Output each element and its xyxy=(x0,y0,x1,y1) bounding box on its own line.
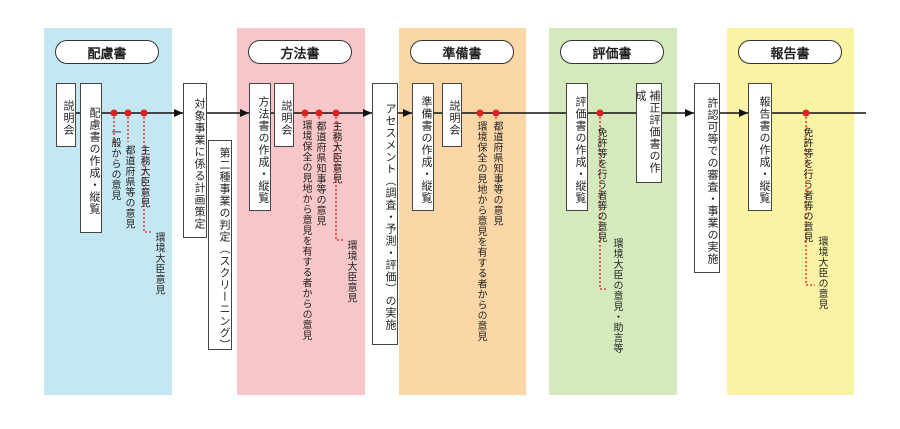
input-point xyxy=(110,109,118,117)
box-screening: 第二種事業の判定（スクリーニング） xyxy=(208,140,232,351)
box-hosei-hyokasho: 補正評価書の作成 xyxy=(634,83,662,183)
leader-line xyxy=(113,113,122,146)
note-menkyo-iken-1: 免許等を行う者等の意見 xyxy=(595,127,606,243)
box-hohosho-sakusei: 方法書の作成・縦覧 xyxy=(249,83,271,211)
arrow-head xyxy=(739,109,748,117)
box-keikaku-sakutei: 対象事業に係る計画策定 xyxy=(183,83,207,238)
box-junbisho-sakusei: 準備書の作成・縦覧 xyxy=(412,83,434,211)
box-hyokasho-sakusei: 評価書の作成・縦覧 xyxy=(566,83,588,211)
note-shumudaijin-iken-1: 主務大臣意見 xyxy=(138,145,149,208)
box-setsumeikai-1: 説明会 xyxy=(56,83,76,147)
leader-line xyxy=(599,113,608,290)
input-point xyxy=(492,109,500,117)
box-assessment: アセスメント（調査・予測・評価）の実施 xyxy=(372,83,398,345)
arrow-head xyxy=(240,109,249,117)
note-hozen-kenchi-iken-1: 環境保全の見地から意見を有する者からの意見 xyxy=(300,120,311,341)
input-point xyxy=(315,109,323,117)
input-point xyxy=(596,109,604,117)
arrow-head xyxy=(174,109,183,117)
arrow-head xyxy=(363,109,372,117)
note-hozen-kenchi-iken-2: 環境保全の見地から意見を有する者からの意見 xyxy=(475,121,486,342)
stage-title-hyokasho: 評価書 xyxy=(560,40,664,64)
note-chiji-iken-1: 都道府県知事等の意見 xyxy=(314,121,325,226)
note-kankyodaijin-jogen: 環境大臣の意見・助言等 xyxy=(611,238,622,354)
input-point xyxy=(301,109,309,117)
stage-title-hohosho: 方法書 xyxy=(248,40,352,64)
input-point xyxy=(140,109,148,117)
input-point xyxy=(802,109,810,117)
box-kyoninka-shinsa: 許認可等での審査・事業の実施 xyxy=(694,83,720,273)
leader-line xyxy=(805,113,815,286)
note-menkyo-iken-2: 免許等を行う者等の意見 xyxy=(801,127,812,243)
input-point xyxy=(476,109,484,117)
arrow-head xyxy=(403,109,412,117)
box-setsumeikai-2: 説明会 xyxy=(274,83,294,147)
note-ippan-iken: 一般からの意見 xyxy=(109,127,120,201)
stage-title-junbisho: 準備書 xyxy=(410,40,514,64)
stage-title-hairyosho: 配慮書 xyxy=(55,40,159,64)
arrow-head xyxy=(685,109,694,117)
box-hokokusho-sakusei: 報告書の作成・縦覧 xyxy=(748,83,772,211)
leader-line xyxy=(335,113,344,241)
note-chiji-iken-2: 都道府県知事等の意見 xyxy=(491,121,502,226)
note-kankyodaijin-iken-1: 環境大臣意見 xyxy=(153,232,164,295)
input-point xyxy=(332,109,340,117)
box-setsumeikai-3: 説明会 xyxy=(442,83,462,147)
leader-line xyxy=(143,113,152,233)
stage-title-hokokusho: 報告書 xyxy=(738,40,842,64)
note-kankyodaijin-iken-3: 環境大臣の意見 xyxy=(816,236,827,310)
box-hairyosho-sakusei: 配慮書の作成・縦覧 xyxy=(80,83,102,233)
note-shumudaijin-iken-2: 主務大臣意見 xyxy=(330,121,341,184)
note-todofuken-iken: 都道府県等の意見 xyxy=(123,145,134,229)
note-kankyodaijin-iken-2: 環境大臣意見 xyxy=(345,240,356,303)
input-point xyxy=(124,109,132,117)
